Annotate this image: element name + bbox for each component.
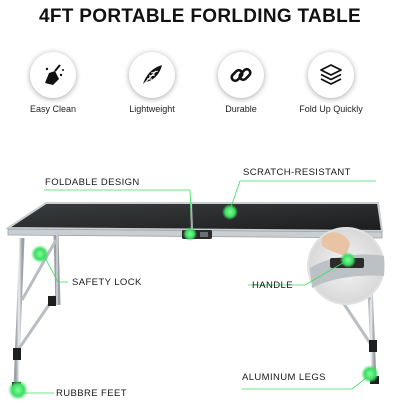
callout-foldable-design: FOLDABLE DESIGN <box>45 177 140 188</box>
chain-link-glyph <box>230 67 252 83</box>
highlight-dot-feet <box>8 380 28 400</box>
highlight-dot-scratch <box>222 204 238 220</box>
callout-scratch-resistant: SCRATCH-RESISTANT <box>243 167 351 178</box>
feature-lightweight: Lightweight <box>107 52 197 114</box>
feature-label: Easy Clean <box>29 104 77 114</box>
layers-glyph <box>320 64 342 85</box>
easy-clean-glyph <box>45 64 64 85</box>
page-title: 4FT PORTABLE FORLDING TABLE <box>39 6 361 27</box>
callout-rubbre-feet: RUBBRE FEET <box>56 388 127 399</box>
feature-label: Fold Up Quickly <box>299 104 363 114</box>
highlight-dot-aluminum <box>361 365 379 383</box>
callout-line-handle <box>304 259 349 286</box>
highlight-dot-handle <box>340 252 356 268</box>
tabletop <box>4 202 384 233</box>
feature-label: Lightweight <box>129 104 175 114</box>
feather-icon <box>129 52 175 98</box>
callout-safety-lock: SAFETY LOCK <box>72 277 142 288</box>
callout-handle: HANDLE <box>252 280 293 291</box>
easy-clean-icon <box>30 52 76 98</box>
right-brace-2 <box>338 297 374 347</box>
callout-aluminum-legs: ALUMINUM LEGS <box>242 372 326 383</box>
feature-label: Durable <box>225 104 257 114</box>
layers-icon <box>308 52 354 98</box>
highlight-dot-foldable <box>183 227 197 241</box>
left-cross-brace <box>20 239 58 301</box>
feature-durable: Durable <box>196 52 286 114</box>
left-back-leg <box>53 234 61 306</box>
feature-easy-clean: Easy Clean <box>8 52 98 114</box>
chain-link-icon <box>218 52 264 98</box>
feather-glyph <box>141 65 162 87</box>
left-front-leg <box>13 237 25 389</box>
highlight-dot-safety <box>31 245 49 263</box>
feature-fold-up: Fold Up Quickly <box>286 52 376 114</box>
